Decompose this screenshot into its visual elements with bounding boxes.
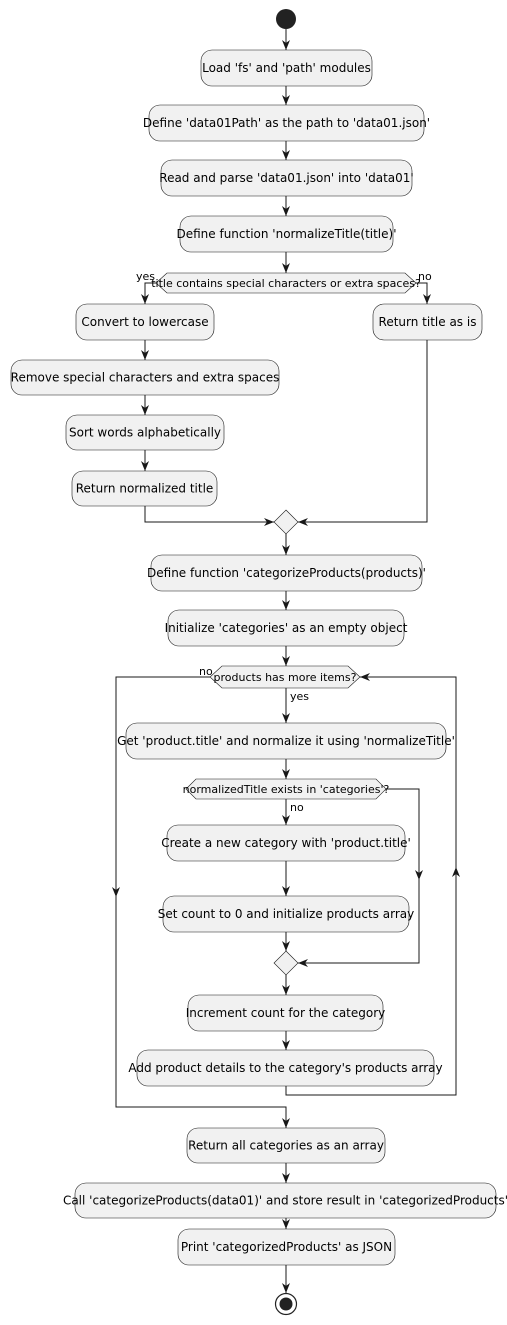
branch-label-loop-no: no	[199, 665, 213, 678]
step-label: Initialize 'categories' as an empty obje…	[165, 621, 408, 635]
step-label: Define function 'categorizeProducts(prod…	[147, 566, 426, 580]
step-label: Return title as is	[379, 315, 477, 329]
step-label: Define 'data01Path' as the path to 'data…	[143, 116, 430, 130]
step-label: Print 'categorizedProducts' as JSON	[181, 1240, 392, 1254]
decision-more-items: products has more items?	[209, 665, 361, 689]
step-label: Return all categories as an array	[188, 1139, 384, 1153]
step-label: Set count to 0 and initialize products a…	[158, 907, 414, 921]
arrowheads	[112, 40, 460, 1293]
start-node	[276, 9, 296, 29]
step-label: Read and parse 'data01.json' into 'data0…	[159, 171, 413, 185]
step-init-categories: Initialize 'categories' as an empty obje…	[165, 609, 408, 647]
step-label: Define function 'normalizeTitle(title)'	[176, 227, 396, 241]
decision-label: products has more items?	[214, 671, 357, 684]
step-define-normalize: Define function 'normalizeTitle(title)'	[176, 215, 397, 253]
step-define-path: Define 'data01Path' as the path to 'data…	[143, 104, 430, 142]
step-label: Convert to lowercase	[81, 315, 208, 329]
step-increment: Increment count for the category	[186, 994, 386, 1032]
step-set-count: Set count to 0 and initialize products a…	[158, 895, 414, 933]
step-lowercase: Convert to lowercase	[75, 303, 215, 341]
step-define-categorize: Define function 'categorizeProducts(prod…	[147, 554, 426, 592]
end-node	[274, 1292, 298, 1316]
step-print-json: Print 'categorizedProducts' as JSON	[177, 1228, 396, 1266]
step-label: Load 'fs' and 'path' modules	[202, 61, 371, 75]
step-read-parse: Read and parse 'data01.json' into 'data0…	[159, 159, 414, 197]
step-return-all: Return all categories as an array	[186, 1127, 386, 1164]
step-add-details: Add product details to the category's pr…	[128, 1049, 443, 1087]
merge-diamond-category	[273, 950, 299, 976]
step-sort-words: Sort words alphabetically	[65, 414, 225, 451]
step-return-as-is: Return title as is	[372, 303, 483, 341]
decision-label: title contains special characters or ext…	[151, 277, 421, 290]
step-label: Call 'categorizeProducts(data01)' and st…	[63, 1194, 507, 1208]
branch-label-loop-yes: yes	[290, 690, 309, 703]
step-label: Create a new category with 'product.titl…	[161, 836, 411, 850]
branch-label-special-no: no	[418, 270, 432, 283]
step-label: Add product details to the category's pr…	[128, 1061, 442, 1075]
step-call-categorize: Call 'categorizeProducts(data01)' and st…	[63, 1182, 507, 1219]
step-return-normalized: Return normalized title	[71, 470, 218, 507]
decision-exists: normalizedTitle exists in 'categories'?	[183, 778, 390, 800]
merge-diamond-normalize	[273, 509, 299, 535]
decision-label: normalizedTitle exists in 'categories'?	[183, 783, 390, 796]
step-create-category: Create a new category with 'product.titl…	[161, 824, 411, 862]
branch-label-special-yes: yes	[136, 270, 155, 283]
decision-special-chars: title contains special characters or ext…	[151, 272, 421, 294]
step-label: Return normalized title	[76, 482, 214, 496]
step-label: Sort words alphabetically	[69, 426, 221, 440]
step-get-title: Get 'product.title' and normalize it usi…	[117, 722, 455, 760]
step-label: Get 'product.title' and normalize it usi…	[117, 734, 455, 748]
step-label: Remove special characters and extra spac…	[11, 371, 280, 385]
step-load-modules: Load 'fs' and 'path' modules	[200, 49, 373, 87]
step-remove-special: Remove special characters and extra spac…	[11, 359, 280, 396]
branch-label-exists-no: no	[290, 801, 304, 814]
step-label: Increment count for the category	[186, 1006, 386, 1020]
